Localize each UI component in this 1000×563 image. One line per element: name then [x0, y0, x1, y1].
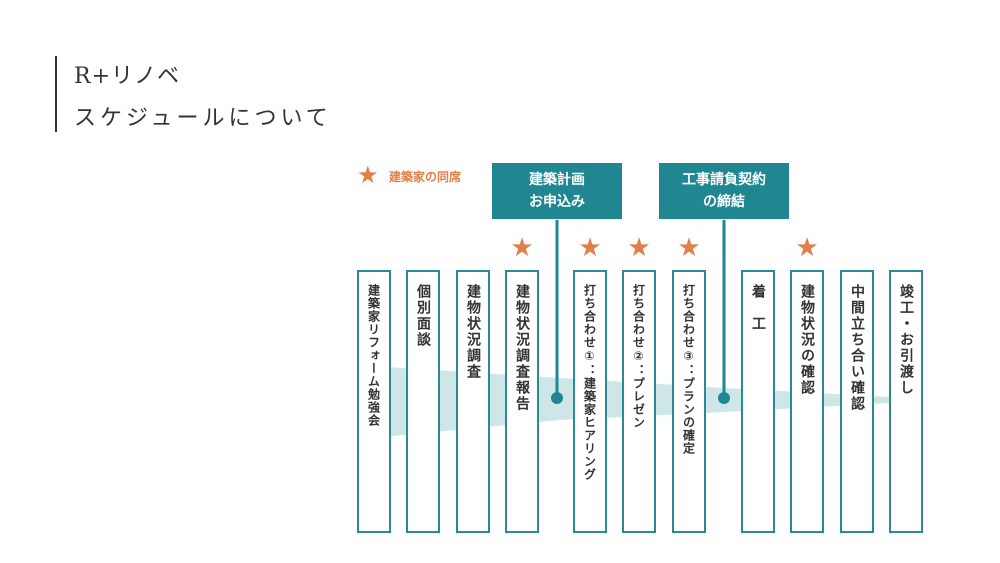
step-column: 竣工・お引渡し [889, 270, 923, 533]
step-column: 打ち合わせ③：プランの確定 [672, 270, 706, 533]
connector-dot-2 [718, 392, 730, 404]
callout-application-line2: お申込み [529, 194, 585, 210]
step-label: 建物状況の確認 [799, 284, 815, 396]
step-label: 中間立ち合い確認 [849, 284, 865, 412]
callout-application-line1: 建築計画 [529, 172, 585, 188]
legend-label: 建築家の同席 [389, 170, 462, 184]
step-column: 打ち合わせ①：建築家ヒアリング [573, 270, 607, 533]
step-column: 着 工 [741, 270, 775, 533]
step-label: 建物状況調査 [465, 284, 481, 380]
step-column: 建物状況調査報告 [505, 270, 539, 533]
step-label: 打ち合わせ①：建築家ヒアリング [582, 284, 597, 481]
star-icon: ★ [357, 161, 379, 189]
step-label: 建物状況調査報告 [514, 284, 530, 412]
callout-contract-line1: 工事請負契約 [682, 172, 766, 188]
step-column: 個別面談 [406, 270, 440, 533]
step-label: 打ち合わせ③：プランの確定 [681, 284, 696, 455]
page-title-line1: R+リノベ [74, 64, 180, 89]
star-icon: ★ [677, 233, 701, 263]
step-label: 打ち合わせ②：プレゼン [631, 284, 646, 429]
star-icon: ★ [627, 233, 651, 263]
star-icon: ★ [578, 233, 602, 263]
step-label: 竣工・お引渡し [898, 284, 914, 396]
step-column: 中間立ち合い確認 [840, 270, 874, 533]
connector-dot-1 [551, 392, 563, 404]
callout-contract-line2: の締結 [703, 194, 745, 210]
step-label: 着 工 [750, 284, 766, 332]
step-column: 打ち合わせ②：プレゼン [622, 270, 656, 533]
step-label: 建築家リフォーム勉強会 [366, 284, 381, 427]
step-column: 建物状況の確認 [790, 270, 824, 533]
star-icon: ★ [510, 233, 534, 263]
callout-application: 建築計画 お申込み [492, 163, 622, 219]
step-column: 建築家リフォーム勉強会 [357, 270, 391, 533]
step-label: 個別面談 [415, 284, 431, 348]
step-column: 建物状況調査 [456, 270, 490, 533]
title-accent-bar [55, 56, 57, 132]
page-title-line2: スケジュールについて [74, 106, 332, 131]
callout-contract: 工事請負契約 の締結 [659, 163, 789, 219]
star-icon: ★ [795, 233, 819, 263]
